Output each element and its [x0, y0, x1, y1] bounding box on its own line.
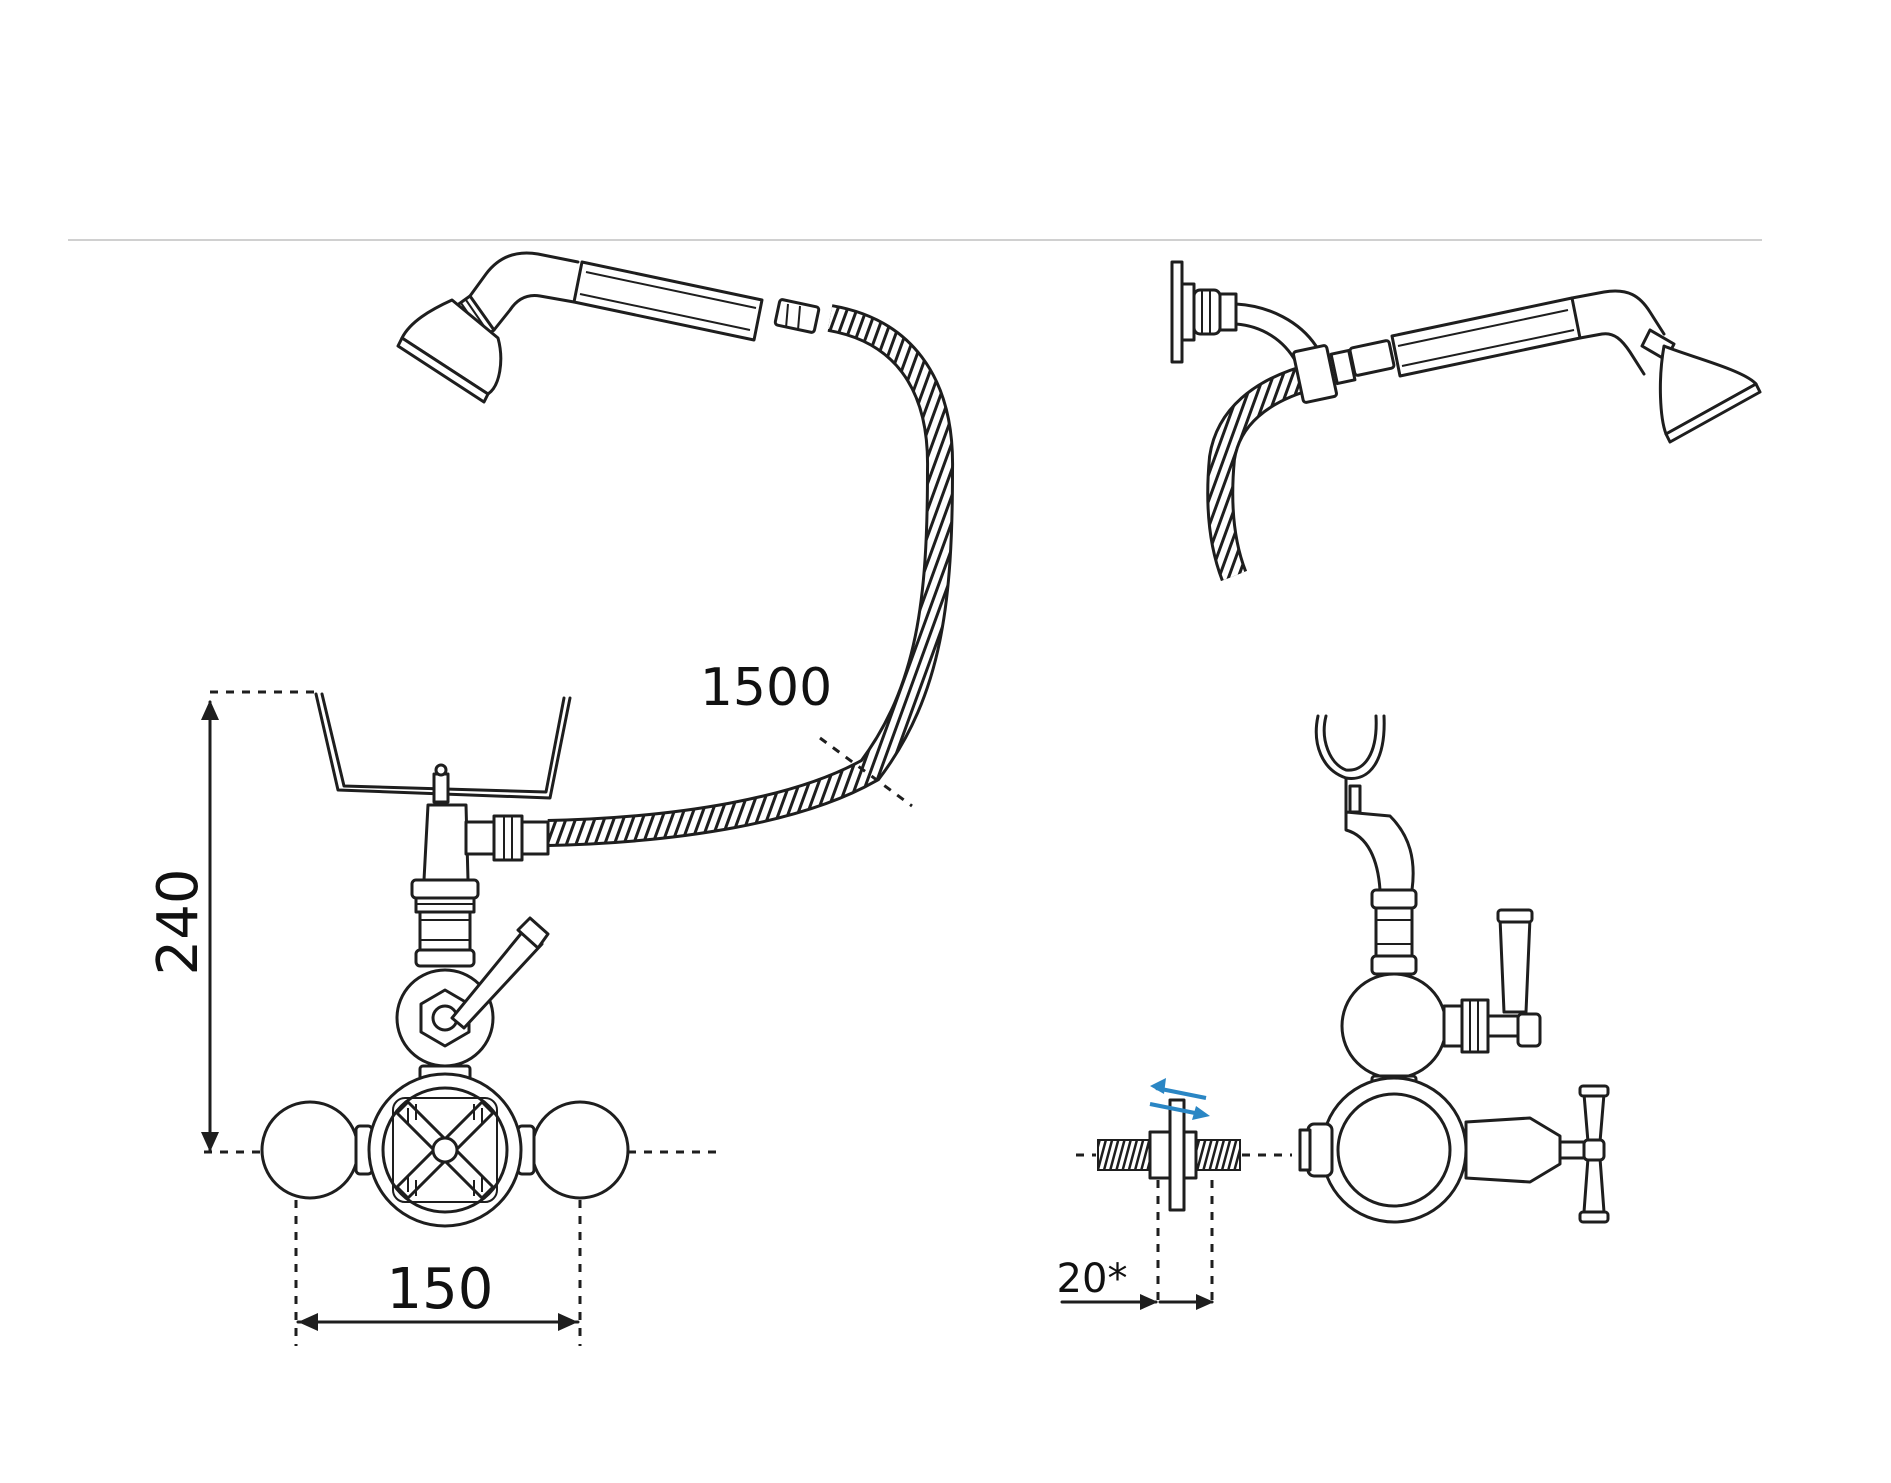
front-grille: [407, 1104, 483, 1196]
dimension-wall-depth-label: 20*: [1057, 1256, 1128, 1302]
front-cross-handle: [395, 1100, 495, 1200]
side-handset: [1292, 289, 1762, 444]
front-handset: [396, 251, 821, 404]
wall-fixing-detail: 20*: [1057, 1078, 1292, 1310]
side-wall-mount: [1170, 260, 1318, 364]
front-cradle: [314, 692, 572, 804]
side-hose: [1206, 362, 1318, 582]
front-mixer: [260, 1072, 630, 1228]
front-body: [395, 878, 550, 1090]
front-hose: [547, 304, 955, 847]
front-view: 240 150 1500: [146, 251, 955, 1346]
front-dimensions: 240 150 1500: [146, 658, 913, 1346]
front-outlet: [422, 803, 550, 882]
side-cradle-hook: [1314, 714, 1386, 814]
side-body: [1340, 810, 1542, 1096]
dimension-hose-length-label: 1500: [700, 658, 832, 718]
side-view: 20*: [1057, 260, 1762, 1310]
dimension-height-label: 240: [146, 869, 211, 976]
side-mixer: [1298, 1076, 1610, 1224]
double-arrow-left-right-icon: [1149, 1078, 1210, 1120]
dimension-centres-label: 150: [387, 1257, 494, 1322]
